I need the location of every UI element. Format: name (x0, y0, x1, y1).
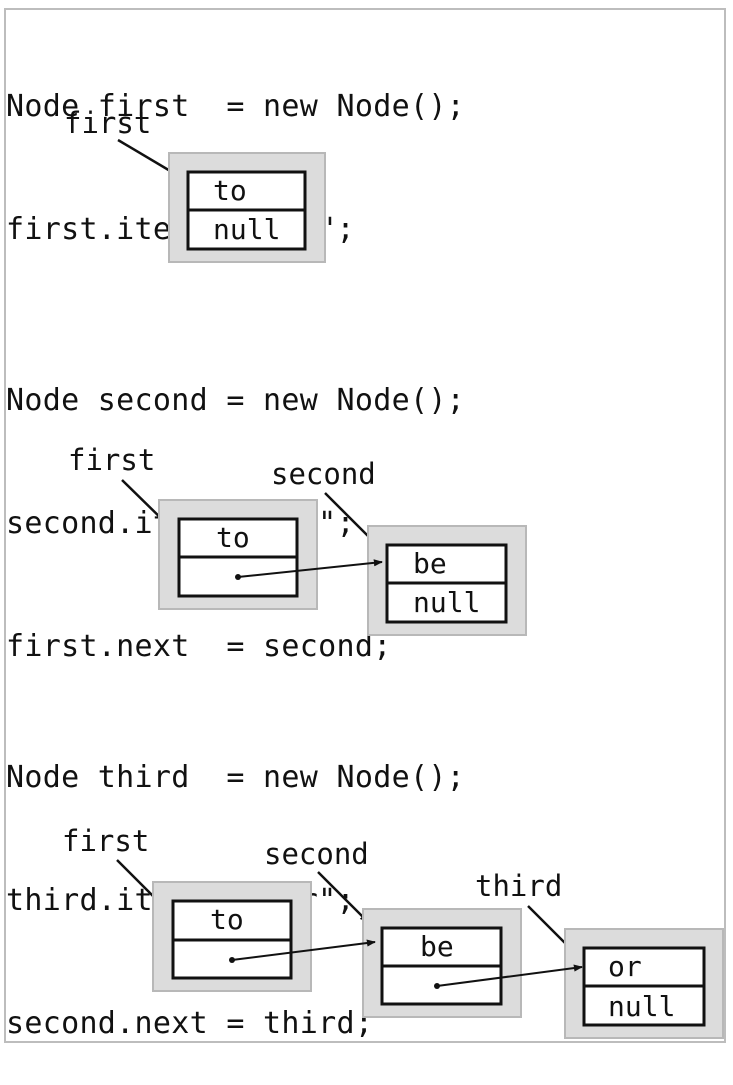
reference-arrow (117, 138, 178, 177)
next-value: null (608, 990, 675, 1023)
linked-list-diagram: first to null first second to be null (62, 106, 724, 1039)
first-label: first (64, 106, 151, 140)
next-pointer-arrow (237, 559, 383, 578)
next-pointer-arrow (231, 939, 376, 961)
node-to: to null (168, 152, 326, 263)
code-line: Node third = new Node(); (6, 760, 466, 795)
third-label: third (475, 869, 562, 903)
step1-diagram: first to null (64, 106, 326, 263)
item-value: to (210, 903, 244, 936)
next-cell (582, 984, 706, 1027)
figure-frame (4, 8, 726, 1043)
code-line: Node second = new Node(); (6, 383, 466, 418)
item-cell (582, 946, 706, 988)
next-cell (385, 581, 508, 624)
code-line: second.next = third; (6, 1006, 374, 1041)
item-cell (186, 170, 307, 212)
step3-diagram: first second third to be or null (62, 824, 724, 1039)
code-line: first.next = second; (6, 629, 392, 664)
next-pointer-arrow (436, 964, 583, 987)
first-label: first (68, 443, 155, 477)
item-value: be (420, 930, 454, 963)
reference-arrow (317, 871, 369, 923)
next-cell (186, 208, 307, 251)
item-cell (171, 899, 293, 942)
next-value: null (213, 213, 280, 246)
code-block-1: Node first = new Node(); first.item = "t… (6, 4, 465, 291)
next-cell (177, 555, 299, 598)
item-cell (177, 517, 299, 559)
node-to: to (158, 499, 318, 610)
item-value: to (213, 174, 247, 207)
item-value: or (608, 950, 642, 983)
node-be: be (362, 908, 522, 1018)
node-be: be null (367, 525, 527, 636)
first-label: first (62, 824, 149, 858)
second-label: second (264, 837, 369, 871)
second-label: second (271, 457, 376, 491)
code-line: Node first = new Node(); (6, 89, 466, 124)
node-or: or null (564, 928, 724, 1039)
item-value: be (413, 547, 447, 580)
item-value: to (216, 521, 250, 554)
next-value: null (413, 586, 480, 619)
node-to: to (152, 881, 312, 992)
item-cell (385, 543, 508, 585)
step2-diagram: first second to be null (68, 443, 527, 636)
